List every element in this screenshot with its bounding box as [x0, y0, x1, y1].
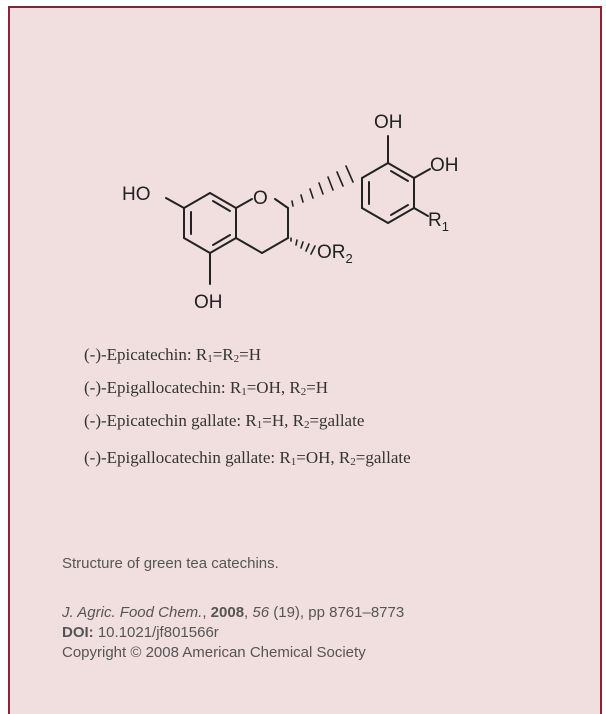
r1-letter: R: [428, 210, 442, 231]
aromatic-bond: [390, 170, 409, 182]
or2-subscript: 2: [346, 251, 353, 266]
legend-r1: R: [245, 411, 257, 430]
bond: [361, 162, 389, 179]
legend-name: (-)-Epicatechin:: [84, 345, 196, 364]
ring-oxygen-label: O: [253, 188, 268, 209]
or2-letters: OR: [317, 242, 346, 263]
aromatic-bond: [212, 200, 231, 212]
legend-r1-sub: 1: [290, 456, 297, 468]
bond: [235, 198, 253, 209]
oh-right-label: OH: [430, 155, 459, 176]
legend-r2-sub: 2: [350, 456, 356, 468]
legend-name: (-)-Epicatechin gallate:: [84, 411, 246, 430]
legend-mid: =OH, R: [246, 378, 301, 397]
legend-epigallocatechin-gallate: (-)-Epigallocatechin gallate: R1=OH, R2=…: [84, 448, 411, 468]
legend-r1-sub: 1: [207, 353, 213, 365]
bond: [165, 197, 185, 209]
legend-r1: R: [229, 378, 242, 397]
legend-name: (-)-Epigallocatechin gallate:: [84, 448, 280, 467]
citation-volume: 56: [252, 604, 270, 621]
bond: [183, 192, 211, 209]
figure-panel: HO O OH OH OH R1 OR2 (-)-Epicatechin: R1…: [8, 6, 602, 714]
doi-label: DOI:: [62, 624, 94, 641]
legend-tail: =H: [239, 345, 262, 364]
legend-epigallocatechin: (-)-Epigallocatechin: R1=OH, R2=H: [84, 378, 328, 398]
bond: [235, 237, 263, 254]
copyright-notice: Copyright © 2008 American Chemical Socie…: [62, 644, 366, 661]
legend-tail: =gallate: [355, 448, 411, 467]
legend-r1-sub: 1: [241, 386, 247, 398]
catechin-structure-figure: HO O OH OH OH R1 OR2 (-)-Epicatechin: R1…: [10, 8, 604, 548]
bond: [261, 237, 289, 254]
legend-r1-sub: 1: [256, 419, 263, 431]
citation-doi: DOI: 10.1021/jf801566r: [62, 623, 404, 643]
hashed-stereo-bond: [291, 165, 354, 207]
citation-reference: J. Agric. Food Chem., 2008, 56 (19), pp …: [62, 603, 404, 623]
legend-name: (-)-Epigallocatechin:: [84, 378, 230, 397]
aromatic-bond: [390, 204, 409, 216]
oh-bottom-label: OH: [194, 292, 223, 313]
bond: [387, 207, 415, 224]
legend-tail: =gallate: [309, 411, 365, 430]
citation-year: 2008: [210, 604, 245, 621]
bond: [413, 168, 431, 179]
citation-sep: ,: [244, 604, 253, 621]
bond: [387, 162, 415, 179]
legend-r2-sub: 2: [300, 386, 307, 398]
r1-subscript: 1: [442, 219, 449, 234]
legend-r1: R: [279, 448, 291, 467]
legend-tail: =H: [306, 378, 329, 397]
legend-mid: =H, R: [262, 411, 304, 430]
bond: [274, 198, 289, 209]
citation-pages: (19), pp 8761–8773: [269, 604, 405, 621]
legend-r1: R: [195, 345, 208, 364]
legend-epicatechin: (-)-Epicatechin: R1=R2=H: [84, 345, 261, 365]
legend-r2-sub: 2: [233, 353, 240, 365]
legend-r2-sub: 2: [303, 419, 310, 431]
r1-label: R1: [428, 210, 449, 234]
aromatic-bond: [212, 234, 231, 246]
bond: [209, 192, 237, 209]
figure-caption: Structure of green tea catechins.: [62, 555, 279, 572]
legend-mid: =OH, R: [296, 448, 351, 467]
hashed-stereo-bond: [290, 237, 316, 255]
bond: [413, 207, 429, 217]
citation-sep: ,: [202, 604, 211, 621]
bond: [361, 207, 389, 224]
bond: [209, 237, 237, 254]
doi-value: 10.1021/jf801566r: [93, 624, 219, 641]
catechin-structure-diagram: HO O OH OH OH R1 OR2: [122, 112, 459, 313]
legend-epicatechin-gallate: (-)-Epicatechin gallate: R1=H, R2=gallat…: [84, 411, 364, 431]
oh-top-label: OH: [374, 112, 403, 133]
citation-block: J. Agric. Food Chem., 2008, 56 (19), pp …: [62, 603, 404, 663]
journal-name: J. Agric. Food Chem.: [62, 604, 203, 621]
ho-label: HO: [122, 184, 151, 205]
or2-label: OR2: [317, 242, 353, 266]
bond: [183, 237, 211, 254]
legend-mid: =R: [212, 345, 234, 364]
